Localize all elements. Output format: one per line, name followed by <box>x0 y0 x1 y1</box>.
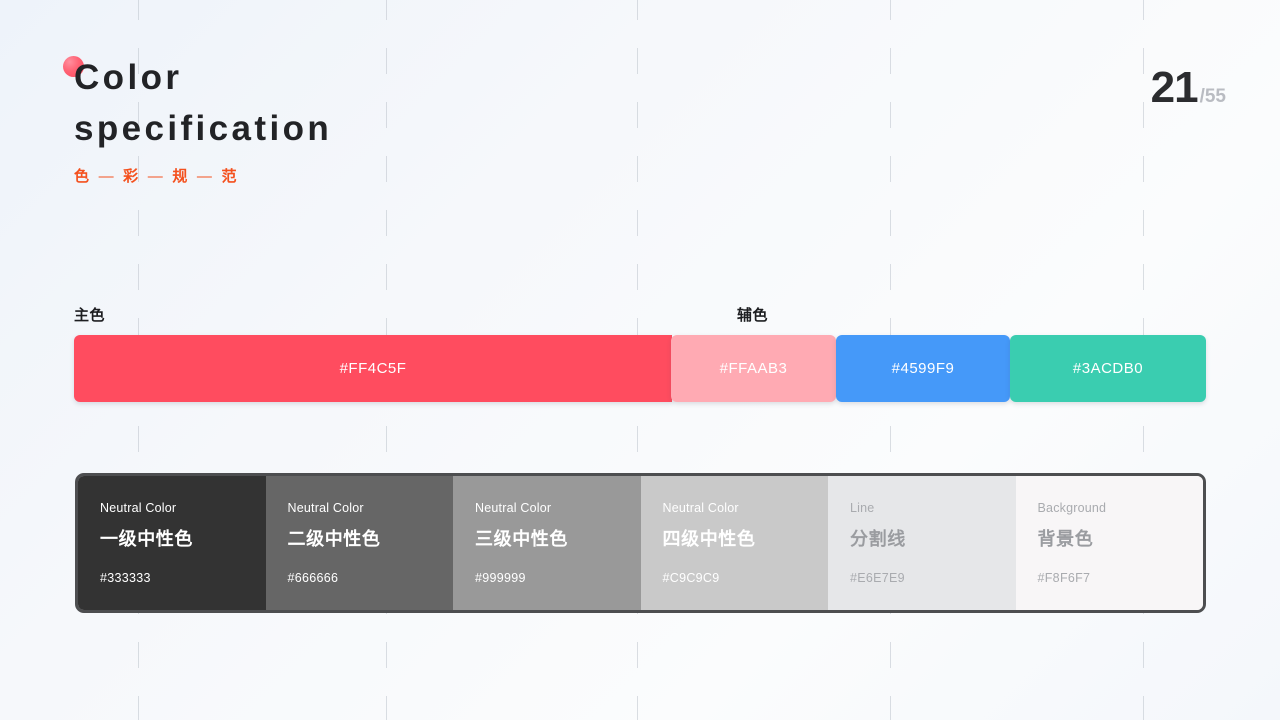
neutral-card-hex: #E6E7E9 <box>850 570 905 585</box>
neutral-card-eyebrow: Neutral Color <box>475 501 552 515</box>
subtitle-separator: — <box>147 168 164 185</box>
neutral-card-name: 一级中性色 <box>100 528 193 549</box>
color-swatch-hex: #FFAAB3 <box>719 360 788 377</box>
neutral-card-hex: #333333 <box>100 570 151 585</box>
neutral-card[interactable]: Neutral Color 二级中性色 #666666 <box>265 476 453 610</box>
neutral-card-hex: #666666 <box>287 570 339 585</box>
color-swatch-hex: #4599F9 <box>891 360 955 377</box>
subtitle-separator: — <box>196 168 214 185</box>
palette-bar: #FF4C5F #FFAAB3 #4599F9 #3ACDB0 <box>74 335 1206 402</box>
page-title-line-1: Color <box>74 58 183 97</box>
color-swatch-hex: #FF4C5F <box>339 360 407 377</box>
neutral-card-eyebrow: Background <box>1037 501 1107 515</box>
primary-color-label: 主色 <box>74 307 106 324</box>
color-swatch-secondary-2[interactable]: #4599F9 <box>836 335 1010 402</box>
subtitle-char-2: 彩 <box>123 168 140 185</box>
neutral-card[interactable]: Neutral Color 三级中性色 #999999 <box>453 476 641 610</box>
subtitle-separator: — <box>98 168 115 185</box>
neutral-card-hex: #F8F6F7 <box>1037 570 1091 585</box>
color-swatch-hex: #3ACDB0 <box>1072 360 1144 377</box>
slide-header: Color specification 色 — 彩 — 规 — 范 21 /55 <box>0 0 1280 300</box>
neutral-card[interactable]: Neutral Color 一级中性色 #333333 <box>78 476 266 610</box>
neutral-card-eyebrow: Neutral Color <box>662 501 739 515</box>
neutral-card[interactable]: Neutral Color 四级中性色 #C9C9C9 <box>640 476 828 610</box>
secondary-color-label: 辅色 <box>737 307 769 324</box>
neutral-card[interactable]: Line 分割线 #E6E7E9 <box>828 476 1016 610</box>
neutral-card-hex: #999999 <box>475 570 526 585</box>
neutral-card-hex: #C9C9C9 <box>662 570 720 585</box>
neutral-card-eyebrow: Neutral Color <box>287 501 364 515</box>
neutral-card-name: 四级中性色 <box>662 528 756 549</box>
subtitle-char-1: 色 <box>74 168 91 185</box>
page-title-line-2: specification <box>74 109 333 148</box>
neutral-card-name: 分割线 <box>850 528 906 549</box>
neutral-card-name: 二级中性色 <box>287 528 381 549</box>
color-swatch-secondary-3[interactable]: #3ACDB0 <box>1010 335 1206 402</box>
subtitle-char-3: 规 <box>172 168 189 185</box>
neutral-card[interactable]: Background 背景色 #F8F6F7 <box>1015 476 1203 610</box>
neutral-color-panel: Neutral Color 一级中性色 #333333 Neutral Colo… <box>75 473 1206 613</box>
color-swatch-primary[interactable]: #FF4C5F <box>74 335 672 402</box>
neutral-card-name: 背景色 <box>1037 528 1094 549</box>
page-number-current: 21 <box>1150 63 1199 112</box>
neutral-card-eyebrow: Line <box>850 501 875 515</box>
neutral-card-name: 三级中性色 <box>475 528 568 549</box>
page-title: Color specification 色 — 彩 — 规 — 范 <box>63 52 333 186</box>
page-subtitle: 色 — 彩 — 规 — 范 <box>74 165 332 186</box>
subtitle-char-4: 范 <box>221 168 238 185</box>
color-swatch-secondary-1[interactable]: #FFAAB3 <box>671 335 836 402</box>
accent-dot-icon <box>63 56 84 77</box>
neutral-card-eyebrow: Neutral Color <box>100 501 177 515</box>
page-indicator: 21 /55 <box>1151 66 1226 110</box>
page-number-total: /55 <box>1199 86 1226 107</box>
